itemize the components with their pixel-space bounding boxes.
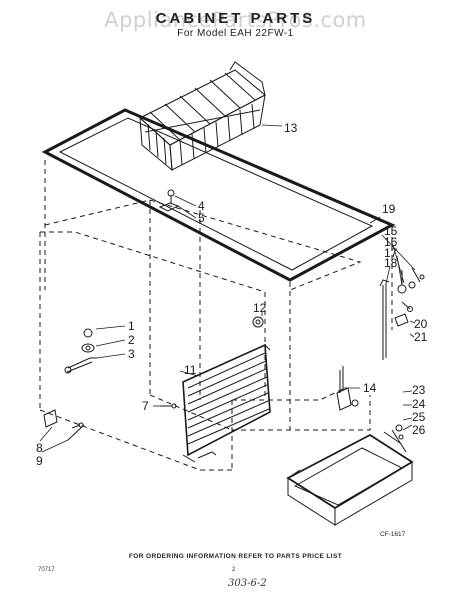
model-subtitle: For Model EAH 22FW-1 xyxy=(177,28,294,39)
callout-5: 5 xyxy=(198,211,205,225)
lid-gasket-frame xyxy=(41,108,396,282)
diagram-title: CABINET PARTS xyxy=(155,10,316,27)
cabinet-body xyxy=(39,160,393,471)
callout-25: 25 xyxy=(412,410,426,424)
callout-2: 2 xyxy=(128,333,135,347)
callout-17: 17 xyxy=(384,246,398,260)
callout-4: 4 xyxy=(198,199,205,213)
condenser-grille-11 xyxy=(160,343,271,463)
callout-7: 7 xyxy=(142,399,149,413)
leader-lines xyxy=(39,124,416,453)
callout-12: 12 xyxy=(253,301,267,315)
callout-13: 13 xyxy=(284,121,298,135)
callout-11: 11 xyxy=(184,363,197,377)
callout-21: 21 xyxy=(414,330,428,344)
callout-15: 15 xyxy=(384,224,398,238)
callout-14: 14 xyxy=(363,381,377,395)
wire-basket xyxy=(139,61,266,172)
figure-reference: CF-1617 xyxy=(380,531,406,538)
ordering-info: FOR ORDERING INFORMATION REFER TO PARTS … xyxy=(128,553,343,560)
handwritten-note: 303-6-2 xyxy=(228,578,267,589)
callout-23: 23 xyxy=(412,383,426,397)
callout-26: 26 xyxy=(412,423,426,437)
drain-pan-23-26 xyxy=(286,424,414,526)
foot-8-screw-9 xyxy=(43,409,85,441)
callout-18: 18 xyxy=(384,256,398,270)
page-number: 2 xyxy=(232,567,236,573)
callout-20: 20 xyxy=(414,317,428,331)
callout-1: 1 xyxy=(128,319,135,333)
drain-cap-12 xyxy=(252,316,264,328)
callout-9: 9 xyxy=(36,454,43,468)
drain-plug-1-2-3 xyxy=(64,328,97,374)
callout-19: 19 xyxy=(382,202,396,216)
watermark: AppliancePartsPros.com xyxy=(104,8,367,32)
hinge-screw-20-21 xyxy=(394,301,413,327)
callout-3: 3 xyxy=(128,347,135,361)
callout-24: 24 xyxy=(412,397,426,411)
callout-16: 16 xyxy=(384,235,398,249)
bracket-14 xyxy=(336,366,359,411)
callout-8: 8 xyxy=(36,441,43,455)
document-code: 70717 xyxy=(38,567,55,573)
hinge-hardware-15-18 xyxy=(379,267,425,360)
